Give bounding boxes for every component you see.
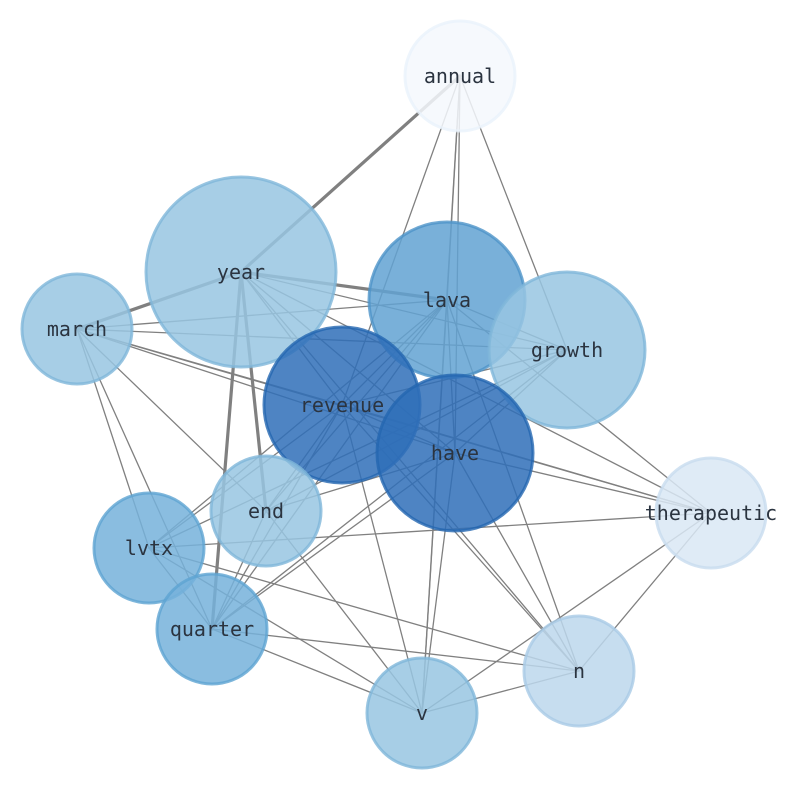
node-layer	[20, 19, 768, 770]
node-label-end: end	[248, 499, 284, 523]
node-label-quarter: quarter	[170, 617, 254, 641]
node-label-march: march	[47, 317, 107, 341]
node-label-year: year	[217, 260, 265, 284]
node-label-v: v	[416, 701, 428, 725]
node-label-have: have	[431, 441, 479, 465]
label-layer: annual year lava march growth revenue have end t…	[47, 64, 777, 725]
node-therapeutic[interactable]	[654, 456, 768, 570]
node-label-lvtx: lvtx	[125, 536, 173, 560]
edge-quarter-n	[211, 628, 580, 672]
node-label-therapeutic: therapeutic	[645, 501, 777, 525]
edge-therapeutic-v	[421, 512, 712, 714]
edge-lvtx-n	[148, 547, 580, 672]
node-end[interactable]	[209, 454, 323, 568]
node-label-revenue: revenue	[300, 393, 384, 417]
node-label-annual: annual	[424, 64, 496, 88]
node-annual[interactable]	[403, 19, 517, 133]
node-n[interactable]	[522, 614, 636, 728]
node-quarter[interactable]	[155, 572, 269, 686]
node-label-n: n	[573, 659, 585, 683]
node-growth[interactable]	[487, 270, 647, 430]
node-lvtx[interactable]	[92, 491, 206, 605]
node-march[interactable]	[20, 272, 134, 386]
node-have[interactable]	[375, 373, 535, 533]
node-year[interactable]	[144, 175, 338, 369]
node-v[interactable]	[365, 656, 479, 770]
node-label-lava: lava	[423, 288, 471, 312]
node-label-growth: growth	[531, 338, 603, 362]
